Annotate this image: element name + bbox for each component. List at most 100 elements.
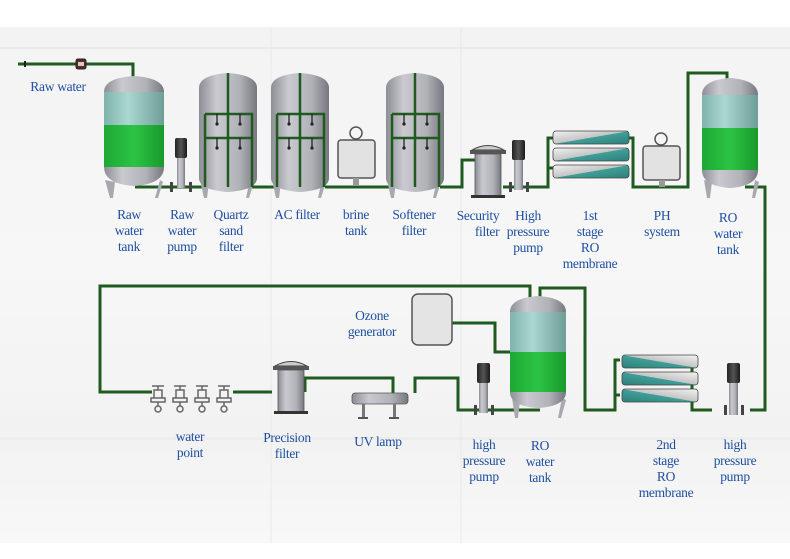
label-line: tank bbox=[117, 239, 141, 254]
cartridge-filter-icon bbox=[272, 361, 310, 415]
filter-vessel-icon bbox=[384, 71, 446, 200]
label-line: water bbox=[175, 429, 205, 444]
label-line: filter bbox=[474, 224, 500, 239]
label-line: 1st bbox=[582, 208, 598, 223]
ro-membrane-icon bbox=[621, 354, 699, 403]
pipe-softener-to-security bbox=[440, 158, 475, 189]
faucet-icon bbox=[150, 385, 166, 413]
label-line: AC filter bbox=[274, 207, 320, 222]
label-line: water bbox=[525, 454, 555, 469]
label-line: RO bbox=[656, 469, 676, 484]
pump-icon bbox=[170, 138, 192, 192]
label-line: water bbox=[167, 223, 197, 238]
label-line: stage bbox=[576, 224, 604, 239]
label-line: Raw water bbox=[30, 79, 86, 94]
filter-vessel-icon bbox=[269, 71, 331, 200]
label-line: pump bbox=[720, 469, 750, 484]
label-line: Security bbox=[456, 208, 500, 223]
label-line: stage bbox=[652, 453, 680, 468]
label-line: pressure bbox=[506, 224, 550, 239]
pipe-uv-to-precision bbox=[303, 376, 395, 393]
label-uv-lamp: UV lamp bbox=[354, 434, 402, 450]
pipe-tank-to-uv bbox=[413, 376, 540, 412]
ro-membrane-icon bbox=[546, 130, 630, 179]
pipe-raw-inlet bbox=[18, 62, 135, 78]
label-line: pump bbox=[469, 469, 499, 484]
label-line: membrane bbox=[562, 256, 618, 271]
pump-icon bbox=[724, 363, 744, 415]
faucet-icon bbox=[172, 385, 188, 413]
faucet-icon bbox=[216, 385, 232, 413]
label-line: High bbox=[515, 208, 541, 223]
label-line: UV lamp bbox=[354, 434, 402, 449]
valve-icon bbox=[24, 58, 87, 70]
uv-lamp-icon bbox=[351, 392, 409, 419]
background-line bbox=[0, 437, 790, 440]
label-line: water bbox=[713, 226, 743, 241]
pipe-tank-to-pump3 bbox=[745, 185, 767, 412]
label-line: sand bbox=[219, 223, 243, 238]
background-line bbox=[0, 47, 790, 49]
brine-tank-icon bbox=[337, 126, 376, 186]
label-line: filter bbox=[218, 239, 244, 254]
label-line: Quartz bbox=[213, 207, 249, 222]
label-line: pressure bbox=[462, 453, 506, 468]
storage-tank-icon bbox=[702, 78, 759, 198]
pump-icon bbox=[509, 140, 529, 192]
label-line: 2nd bbox=[656, 437, 676, 452]
label-line: system bbox=[644, 224, 680, 239]
label-line: RO bbox=[530, 438, 550, 453]
label-line: high bbox=[723, 437, 747, 452]
label-line: generator bbox=[347, 324, 397, 339]
pipe-ozone-to-tank bbox=[452, 321, 510, 354]
label-line: high bbox=[472, 437, 496, 452]
filter-vessel-icon bbox=[199, 73, 257, 198]
label-ac-filter: AC filter bbox=[274, 207, 320, 223]
label-line: point bbox=[176, 445, 204, 460]
label-line: tank bbox=[716, 242, 740, 257]
dosing-tank-icon bbox=[642, 132, 681, 187]
label-line: pump bbox=[167, 239, 197, 254]
label-line: Raw bbox=[117, 207, 141, 222]
pipe-ro2-to-rotank bbox=[538, 286, 617, 412]
label-line: membrane bbox=[638, 485, 694, 500]
label-line: pressure bbox=[713, 453, 757, 468]
label-line: PH bbox=[653, 208, 671, 223]
pipe-ro1-to-tank bbox=[627, 71, 729, 189]
label-line: brine bbox=[342, 207, 370, 222]
label-line: RO bbox=[718, 210, 738, 225]
label-line: tank bbox=[344, 223, 368, 238]
label-line: tank bbox=[528, 470, 552, 485]
faucet-icon bbox=[194, 385, 210, 413]
ozone-generator-icon bbox=[411, 293, 453, 346]
storage-tank-icon bbox=[104, 76, 164, 198]
label-line: filter bbox=[401, 223, 427, 238]
pipe-ro2-manifold-left bbox=[613, 358, 620, 397]
label-line: filter bbox=[274, 446, 300, 461]
label-line: Precision bbox=[263, 430, 311, 445]
pipe-loop-return bbox=[98, 284, 532, 394]
label-raw-water: Raw water bbox=[30, 79, 86, 95]
cartridge-filter-icon bbox=[470, 145, 506, 198]
label-line: pump bbox=[513, 240, 543, 255]
label-line: RO bbox=[580, 240, 600, 255]
label-line: water bbox=[114, 223, 144, 238]
storage-tank-icon bbox=[510, 296, 566, 418]
pump-icon bbox=[474, 363, 494, 415]
